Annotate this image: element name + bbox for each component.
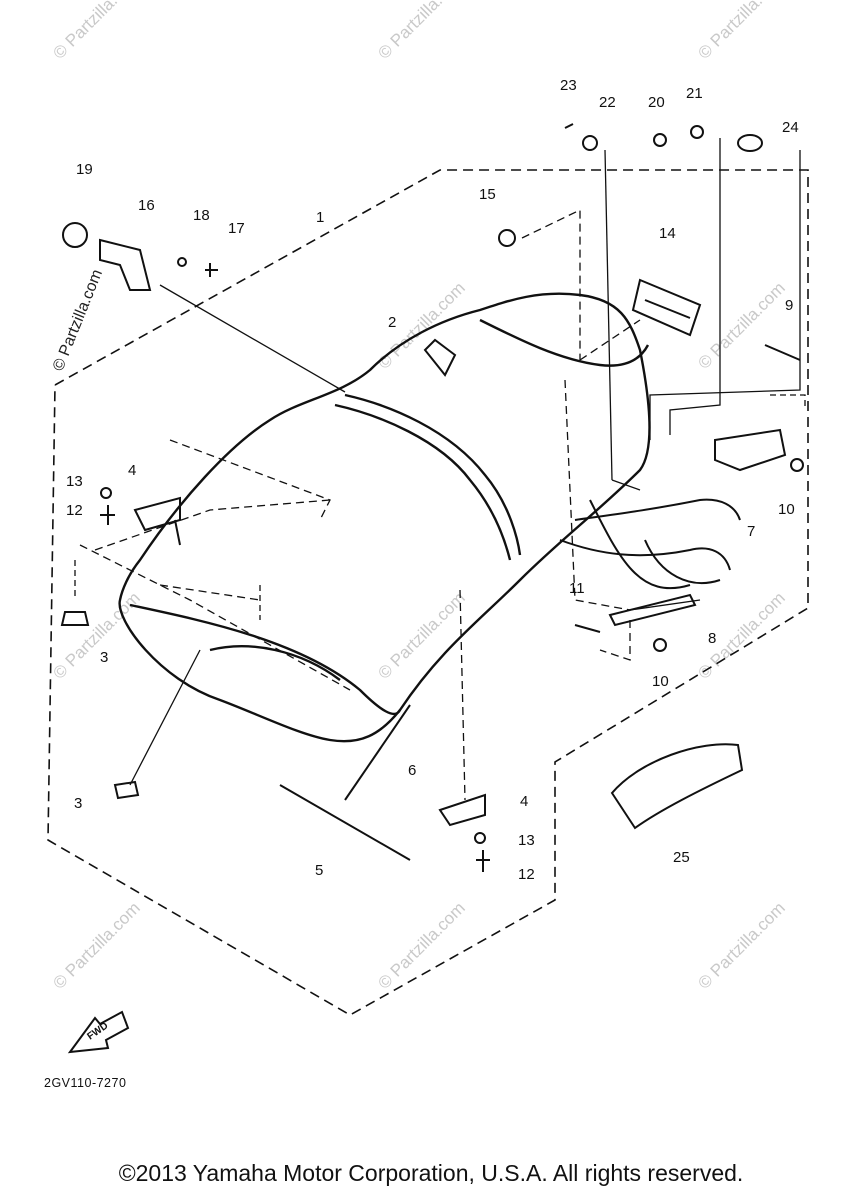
- watermark-text: © Partzilla.com: [49, 0, 143, 63]
- watermark-text: © Partzilla.com: [50, 267, 106, 373]
- watermark-text: © Partzilla.com: [694, 278, 788, 372]
- washer: [178, 258, 186, 266]
- watermark-text: © Partzilla.com: [694, 0, 788, 63]
- seat-assembly: [120, 294, 650, 742]
- nut: [791, 459, 803, 471]
- seat-bag: [612, 744, 742, 828]
- callout-22: 22: [599, 94, 616, 111]
- callout-3: 3: [100, 649, 108, 666]
- hook: [440, 795, 485, 825]
- bolt-head: [654, 134, 666, 146]
- watermark-text: © Partzilla.com: [49, 588, 143, 682]
- cap: [738, 135, 762, 151]
- callout-9: 9: [785, 297, 793, 314]
- callout-1: 1: [316, 209, 324, 226]
- callout-3: 3: [74, 795, 82, 812]
- callout-4: 4: [128, 462, 136, 479]
- callout-18: 18: [193, 207, 210, 224]
- washer: [475, 833, 485, 843]
- callout-17: 17: [228, 220, 245, 237]
- watermark-text: © Partzilla.com: [374, 0, 468, 63]
- callout-labels: 1 2 3 3 4 4 5 6 7 8 9 10 10 11 12 12 13 …: [66, 77, 799, 883]
- nut: [691, 126, 703, 138]
- damper: [62, 612, 88, 625]
- callout-12: 12: [518, 866, 535, 883]
- hardware-parts: [62, 124, 803, 872]
- assembly-boundary: [48, 170, 808, 1015]
- callout-25: 25: [673, 849, 690, 866]
- watermark-text: © Partzilla.com: [374, 588, 468, 682]
- pin: [565, 124, 573, 128]
- damper: [115, 782, 138, 798]
- washer: [583, 136, 597, 150]
- callout-14: 14: [659, 225, 676, 242]
- rear-frame: [560, 500, 740, 588]
- callout-10: 10: [652, 673, 669, 690]
- washer: [101, 488, 111, 498]
- leader-lines: [75, 138, 805, 800]
- callout-19: 19: [76, 161, 93, 178]
- bolt: [575, 625, 600, 632]
- cable: [345, 705, 410, 800]
- watermark-text: © Partzilla.com: [49, 898, 143, 992]
- lock-cap: [63, 223, 87, 247]
- latch-rod: [280, 785, 410, 860]
- nut: [654, 639, 666, 651]
- screw: [205, 263, 218, 277]
- callout-5: 5: [315, 862, 323, 879]
- watermark-text: © Partzilla.com: [374, 898, 468, 992]
- seat-lock-assembly: [100, 240, 150, 290]
- seat-rear-pad: [480, 320, 648, 366]
- bolt: [476, 850, 490, 872]
- seat-outline: [120, 294, 650, 742]
- callout-16: 16: [138, 197, 155, 214]
- callout-4: 4: [520, 793, 528, 810]
- callout-10: 10: [778, 501, 795, 518]
- callout-12: 12: [66, 502, 83, 519]
- seat-front-edge: [130, 605, 400, 714]
- copyright-text: ©2013 Yamaha Motor Corporation, U.S.A. A…: [118, 1160, 744, 1186]
- diagram-part-number: 2GV110-7270: [44, 1076, 126, 1090]
- bolt: [765, 345, 800, 360]
- callout-2: 2: [388, 314, 396, 331]
- callout-7: 7: [747, 523, 755, 540]
- seat-side-line: [210, 646, 340, 680]
- watermark-text: © Partzilla.com: [694, 898, 788, 992]
- nut: [499, 230, 515, 246]
- callout-13: 13: [518, 832, 535, 849]
- watermark-layer: © Partzilla.com © Partzilla.com © Partzi…: [49, 0, 788, 993]
- seat-band-lower: [345, 395, 520, 555]
- callout-23: 23: [560, 77, 577, 94]
- seat-tag: [633, 280, 700, 335]
- callout-13: 13: [66, 473, 83, 490]
- bolt: [100, 505, 115, 525]
- seat-strap: [425, 340, 455, 375]
- callout-8: 8: [708, 630, 716, 647]
- callout-21: 21: [686, 85, 703, 102]
- callout-6: 6: [408, 762, 416, 779]
- hinge-bracket: [715, 430, 785, 470]
- seat-band: [335, 405, 510, 560]
- callout-15: 15: [479, 186, 496, 203]
- hook: [135, 498, 180, 545]
- callout-24: 24: [782, 119, 799, 136]
- stay-bracket: [610, 595, 695, 625]
- callout-11: 11: [569, 580, 585, 597]
- callout-20: 20: [648, 94, 665, 111]
- forward-arrow: FWD: [70, 1012, 128, 1052]
